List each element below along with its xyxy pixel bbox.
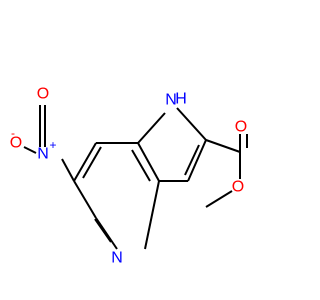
pyrrole-hydrogen-label: H — [175, 91, 187, 108]
bond-c2-c3 — [187, 139, 207, 182]
bond-c7a-c3a-inner — [131, 149, 151, 182]
bond-c5-c6 — [73, 180, 97, 219]
pyridine-ring — [73, 142, 160, 250]
bond-c2-c3-inner — [184, 144, 200, 176]
bond-c2-carbonyl-c — [205, 139, 241, 153]
bond-ester-o-methyl — [205, 190, 233, 208]
bond-n4-c5-inner — [94, 218, 112, 243]
nitro-nitrogen-charge: + — [49, 138, 56, 152]
nitro-nitrogen-label: N — [37, 146, 49, 163]
pyrrole-nitrogen-label: N — [165, 92, 177, 109]
bond-c7a-c3a — [137, 142, 160, 182]
chemical-structure: N + O O - H N N O O — [10, 86, 248, 267]
bond-nitro-n-o-minus — [23, 146, 37, 154]
pyridine-nitrogen-label: N — [111, 250, 123, 267]
nitro-oxygen-minus-label: O — [10, 135, 22, 152]
nitro-oxygen-charge: - — [11, 126, 15, 140]
bond-c6-nitro-n — [61, 158, 75, 182]
bond-n4-c5 — [95, 217, 118, 250]
bond-c6-c7-inner — [82, 146, 102, 179]
bond-c6-c7 — [73, 142, 97, 182]
bond-c3a-n4 — [144, 180, 160, 250]
nitro-oxygen-double-label: O — [37, 86, 49, 103]
nitro-group — [23, 105, 75, 182]
bond-n1-c2 — [176, 107, 207, 141]
ester-group — [205, 134, 248, 208]
bond-c7a-n1 — [137, 112, 166, 144]
pyrrole-ring — [137, 107, 207, 182]
carbonyl-oxygen-label: O — [235, 119, 247, 136]
ester-oxygen-label: O — [232, 179, 244, 196]
